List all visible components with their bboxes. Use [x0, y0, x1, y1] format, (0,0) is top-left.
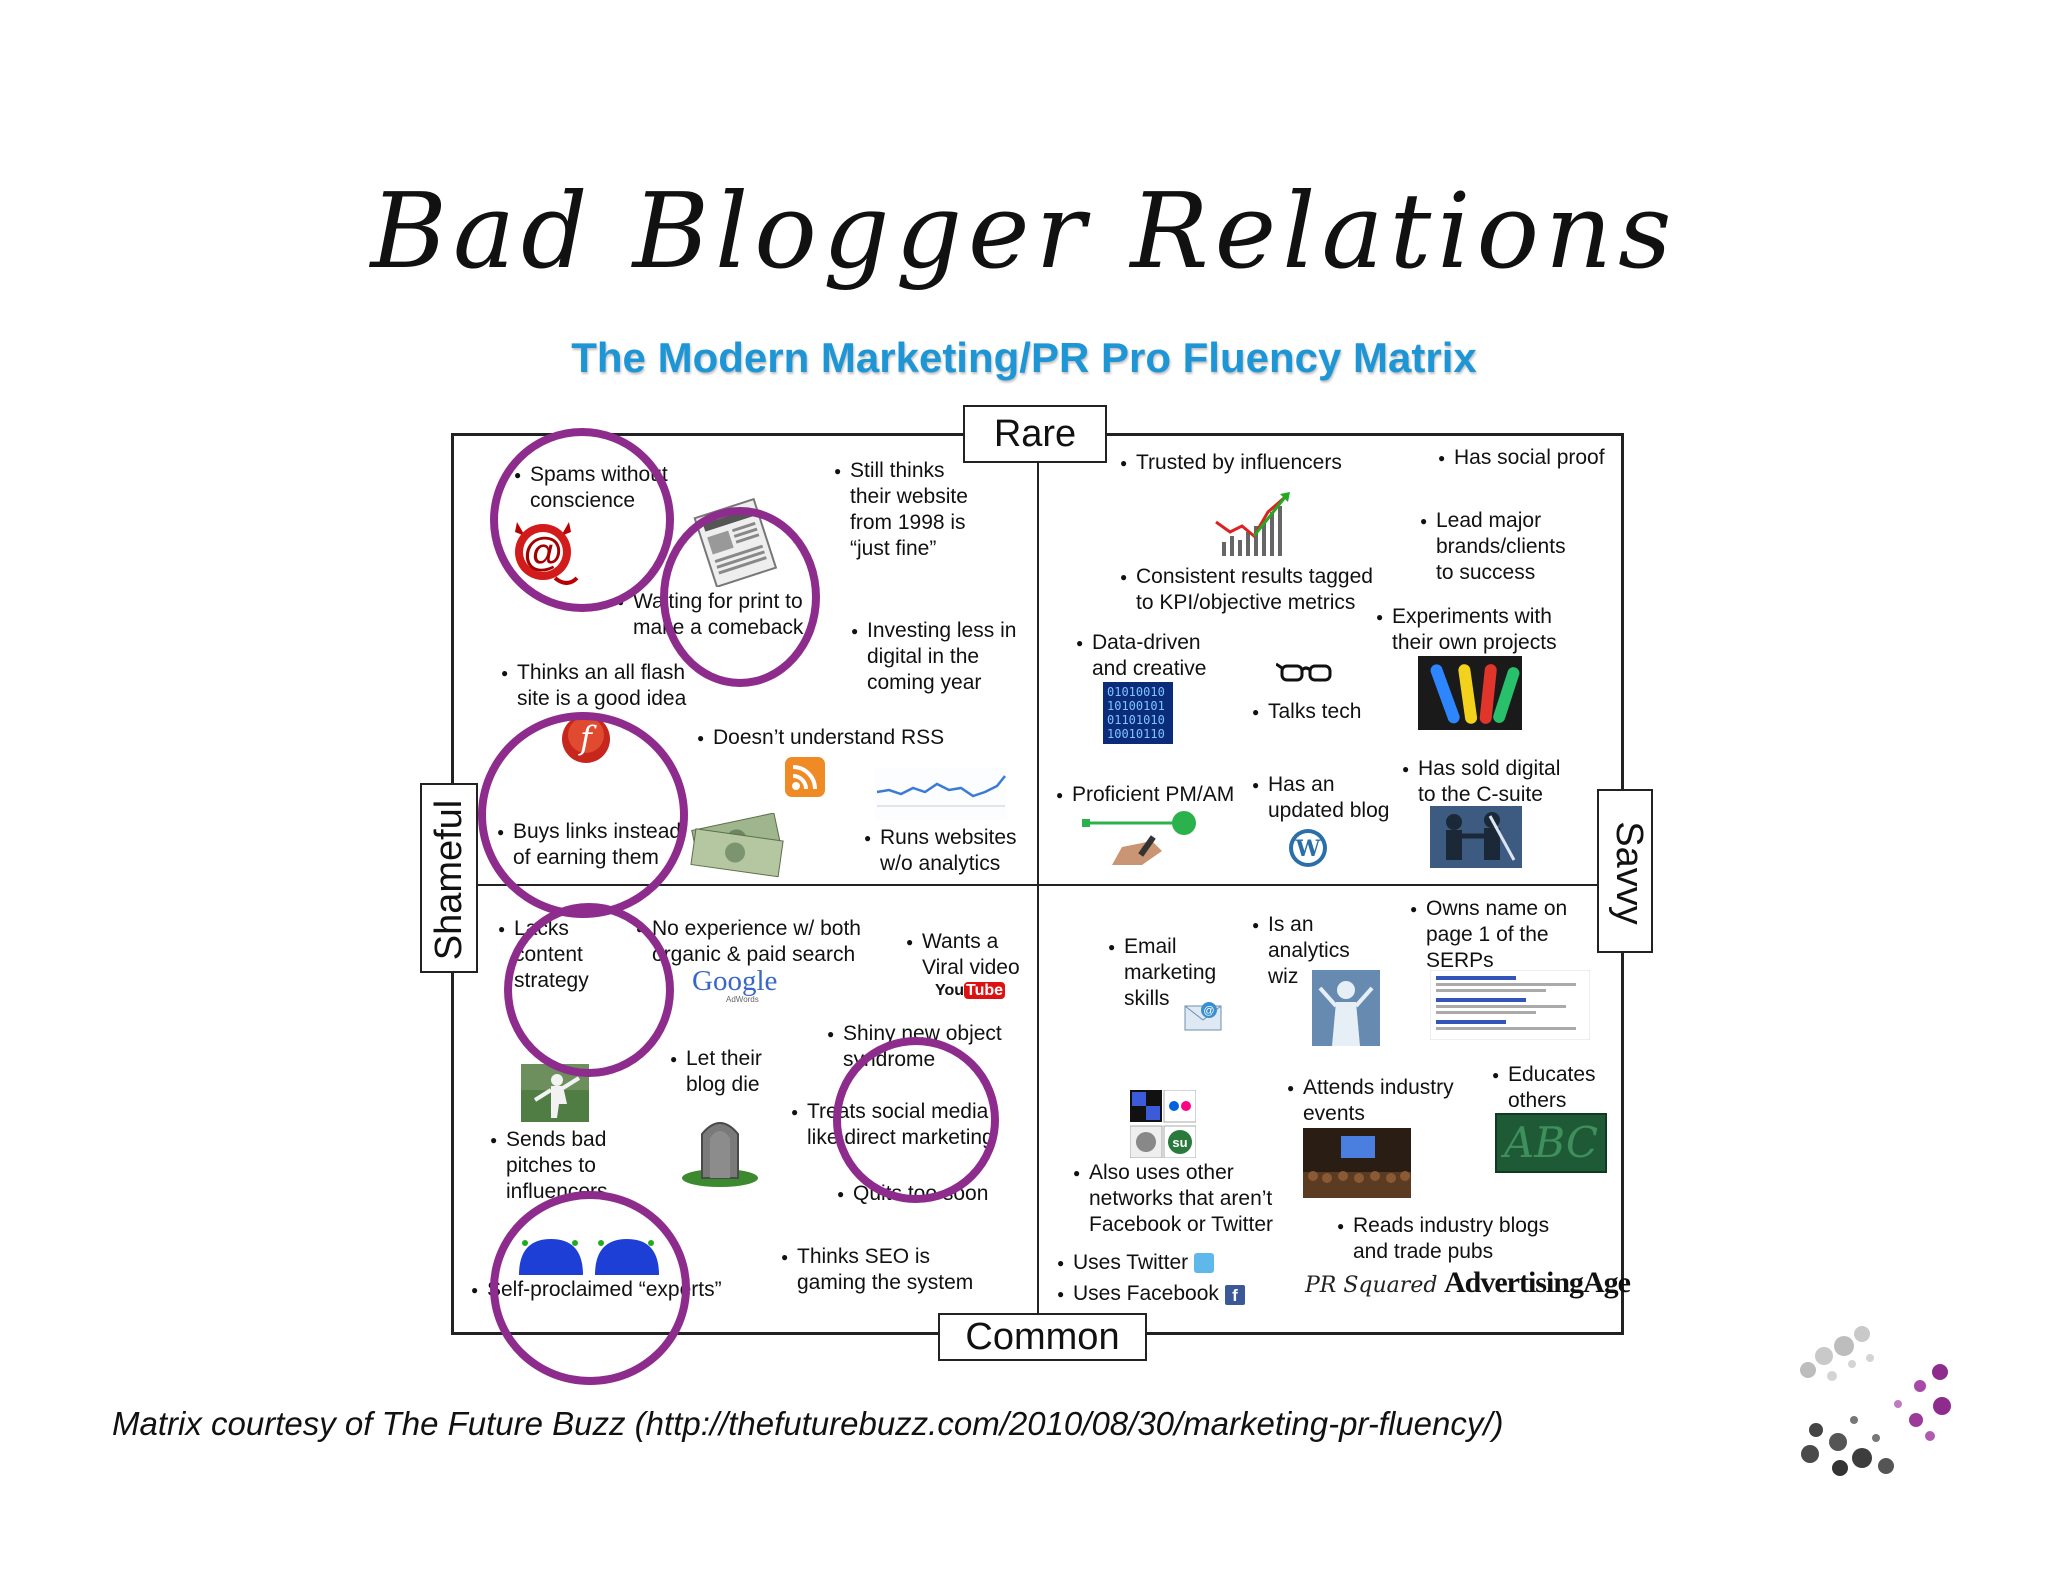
item-investing-less: Investing less in digital in the coming …: [851, 618, 1016, 696]
item-reads-industry-blogs: Reads industry blogs and trade pubs: [1337, 1213, 1549, 1265]
google-adwords-logo: Google AdWords: [692, 966, 792, 1006]
serp-screenshot: [1429, 969, 1591, 1041]
item-proficient-pm-am: Proficient PM/AM: [1056, 782, 1234, 808]
item-doesnt-understand-rss: Doesn’t understand RSS: [697, 725, 944, 751]
google-wordmark: Google: [692, 965, 778, 997]
adwords-wordmark: AdWords: [726, 995, 759, 1004]
item-sold-digital-csuite: Has sold digital to the C-suite: [1402, 756, 1560, 808]
axis-label-shameful-text: Shameful: [428, 799, 470, 961]
svg-text:su: su: [1172, 1135, 1187, 1150]
highlight-circle-content-strategy: [504, 903, 674, 1077]
twitter-icon: [1194, 1253, 1214, 1273]
axis-label-rare: Rare: [963, 405, 1107, 463]
item-runs-websites-no-analytics: Runs websites w/o analytics: [864, 825, 1017, 877]
test-tubes-icon: [1418, 656, 1522, 730]
svg-text:10010110: 10010110: [1107, 727, 1165, 741]
svg-text:W: W: [1295, 836, 1321, 862]
svg-text:@: @: [1203, 1005, 1214, 1017]
item-updated-blog: Has an updated blog: [1252, 772, 1390, 824]
youtube-tube: Tube: [964, 982, 1006, 999]
slide-title: Bad Blogger Relations: [370, 170, 1678, 292]
item-experiments: Experiments with their own projects: [1376, 604, 1557, 656]
item-trusted-by-influencers: Trusted by influencers: [1120, 450, 1342, 476]
axis-label-savvy-text: Savvy: [1608, 821, 1650, 925]
item-uses-facebook: Uses Facebook: [1057, 1281, 1219, 1307]
svg-text:01010010: 01010010: [1107, 685, 1165, 699]
highlight-circle-print: [660, 507, 820, 687]
analytics-wiz-photo: [1312, 970, 1380, 1046]
item-all-flash-site: Thinks an all flash site is a good idea: [501, 660, 686, 712]
item-website-1998: Still thinks their website from 1998 is …: [834, 458, 968, 562]
axis-label-shameful: Shameful: [420, 783, 478, 973]
chalkboard-letters: ABC: [1503, 1118, 1599, 1167]
item-wants-viral-video: Wants a Viral video: [906, 929, 1020, 981]
item-email-marketing: Email marketing skills: [1108, 934, 1216, 1012]
email-envelope-icon: @: [1183, 998, 1223, 1034]
matrix-subtitle: The Modern Marketing/PR Pro Fluency Matr…: [571, 334, 1477, 381]
analytics-graph-icon: [875, 768, 1007, 820]
industry-event-photo: [1303, 1128, 1411, 1198]
glasses-icon: [1275, 658, 1336, 686]
item-data-driven: Data-driven and creative: [1076, 630, 1206, 682]
item-owns-name-serps: Owns name on page 1 of the SERPs: [1410, 896, 1567, 974]
pr-squared-logo: PR Squared: [1305, 1273, 1438, 1298]
item-consistent-results: Consistent results tagged to KPI/objecti…: [1120, 564, 1373, 616]
tombstone-icon: [680, 1108, 760, 1188]
highlight-circle-experts: [490, 1191, 690, 1385]
highlight-circle-social-media: [833, 1037, 999, 1203]
item-analytics-wiz: Is an analytics wiz: [1252, 912, 1350, 990]
business-people-icon: [1430, 806, 1522, 868]
chalkboard-icon: ABC: [1495, 1113, 1607, 1173]
item-has-social-proof: Has social proof: [1438, 445, 1605, 471]
item-talks-tech: Talks tech: [1252, 699, 1361, 725]
axis-label-common: Common: [938, 1313, 1147, 1361]
credit-line: Matrix courtesy of The Future Buzz (http…: [112, 1405, 1504, 1442]
svg-text:01101010: 01101010: [1107, 713, 1165, 727]
matrix-horizontal-divider: [451, 884, 1624, 886]
advertising-age-logo: AdvertisingAge: [1444, 1266, 1631, 1299]
money-icon: [690, 812, 788, 879]
social-networks-icons: su: [1129, 1089, 1197, 1159]
rss-icon: [785, 757, 825, 797]
item-lead-major-brands: Lead major brands/clients to success: [1420, 508, 1566, 586]
item-attends-industry-events: Attends industry events: [1287, 1075, 1454, 1127]
item-educates-others: Educates others: [1492, 1062, 1595, 1114]
wordpress-icon: W: [1288, 828, 1328, 868]
growth-chart-icon: [1212, 492, 1298, 560]
item-uses-other-networks: Also uses other networks that aren’t Fac…: [1073, 1160, 1273, 1238]
corner-dots-logo: [1790, 1320, 1970, 1480]
item-no-search-experience: No experience w/ both organic & paid sea…: [636, 916, 861, 968]
binary-code-icon: 01010010 10100101 01101010 10010110: [1103, 682, 1173, 744]
youtube-you: You: [935, 982, 965, 999]
highlight-circle-buys-links: [478, 712, 688, 918]
axis-label-savvy: Savvy: [1597, 789, 1653, 953]
item-let-blog-die: Let their blog die: [670, 1046, 762, 1098]
svg-text:10100101: 10100101: [1107, 699, 1165, 713]
item-thinks-seo-gaming: Thinks SEO is gaming the system: [781, 1244, 973, 1296]
highlight-circle-spams: [490, 428, 674, 612]
project-timeline-icon: [1082, 807, 1202, 865]
item-uses-twitter: Uses Twitter: [1057, 1250, 1188, 1276]
facebook-icon: f: [1225, 1285, 1245, 1305]
